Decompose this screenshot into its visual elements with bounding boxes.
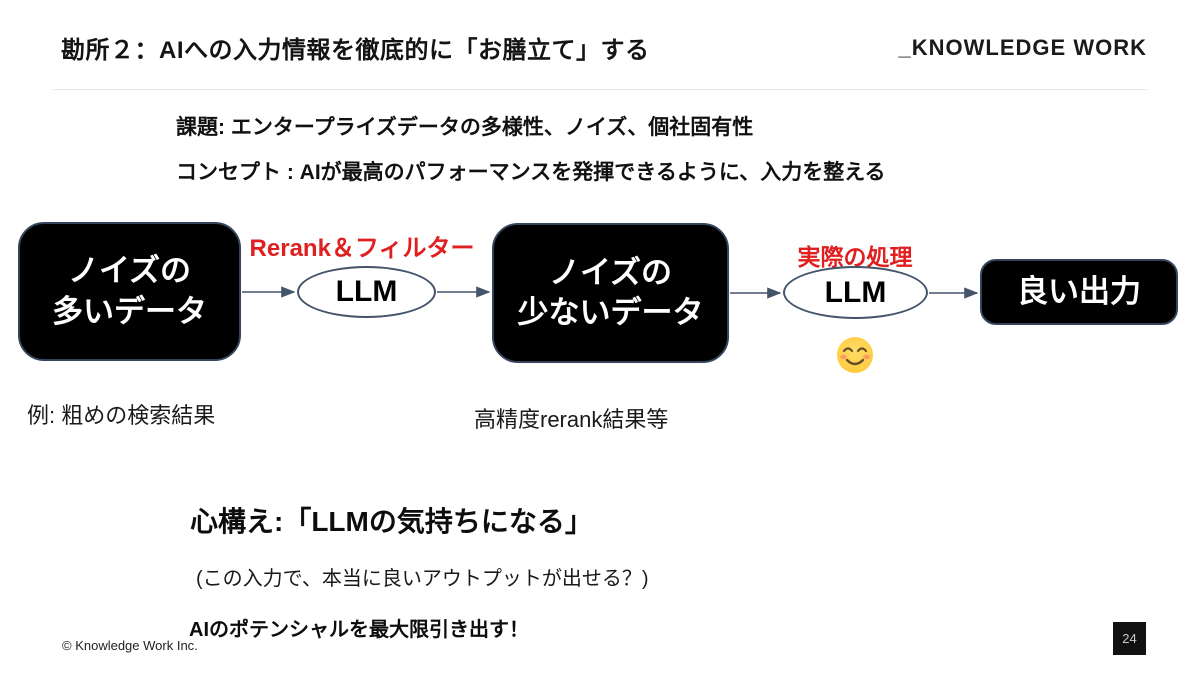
noisy-data-line2: 多いデータ	[52, 293, 207, 329]
smiling-face-emoji	[837, 337, 873, 373]
page-number-badge: 24	[1113, 622, 1146, 655]
clean-data-line1: ノイズの	[548, 254, 673, 290]
llm2-label: LLM	[824, 275, 887, 309]
llm1-label: LLM	[335, 275, 398, 308]
noisy-data-node: ノイズの 多いデータ	[18, 222, 241, 361]
good-output-label: 良い出力	[1017, 273, 1141, 309]
rerank-filter-label: Rerank＆フィルター	[249, 235, 475, 262]
page-title: 勘所２：AIへの入力情報を徹底的に「お膳立て」する	[61, 37, 650, 64]
issue-line: 課題: エンタープライズデータの多様性、ノイズ、個社固有性	[176, 116, 754, 139]
llm-node-process: LLM	[783, 266, 928, 319]
copyright-text: © Knowledge Work Inc.	[62, 638, 198, 653]
mindset-heading: 心構え:「LLMの気持ちになる」	[190, 506, 593, 537]
clean-data-node: ノイズの 少ないデータ	[492, 223, 729, 363]
noisy-data-line1: ノイズの	[67, 253, 192, 289]
page-number: 24	[1122, 631, 1137, 646]
mindset-conclusion: AIのポテンシャルを最大限引き出す！	[189, 619, 529, 641]
example-coarse-search: 例: 粗めの検索結果	[27, 403, 216, 428]
knowledge-work-logo: _KNOWLEDGE WORK	[898, 35, 1147, 60]
clean-data-line2: 少ないデータ	[517, 295, 704, 330]
llm-node-rerank: LLM	[297, 266, 436, 318]
header-divider	[53, 89, 1147, 90]
good-output-node: 良い出力	[980, 259, 1178, 325]
example-rerank-result: 高精度rerank結果等	[474, 407, 669, 432]
concept-line: コンセプト : AIが最高のパフォーマンスを発揮できるように、入力を整える	[176, 161, 886, 184]
mindset-question: (この入力で、本当に良いアウトプットが出せる？)	[196, 568, 649, 590]
